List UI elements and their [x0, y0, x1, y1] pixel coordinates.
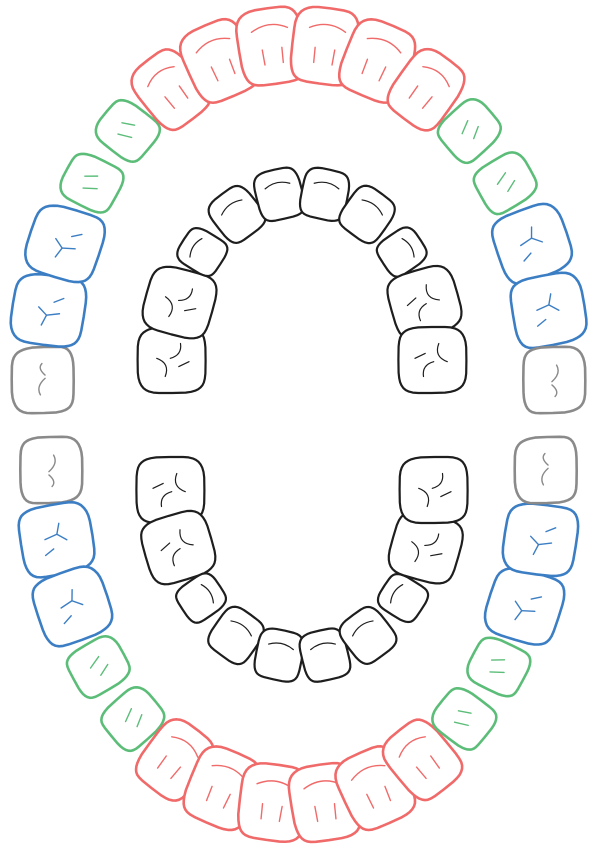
molar-tooth: [499, 499, 581, 580]
wisdom-tooth: [20, 437, 82, 503]
wisdom-tooth: [523, 347, 585, 413]
wisdom-tooth: [12, 347, 74, 413]
primary-molar-tooth: [398, 327, 466, 393]
molar-tooth: [508, 270, 590, 351]
primary-molar-tooth: [400, 457, 468, 523]
wisdom-tooth: [515, 437, 577, 503]
primary-upper-arch: [138, 165, 467, 393]
primary-lower-arch: [136, 457, 467, 684]
